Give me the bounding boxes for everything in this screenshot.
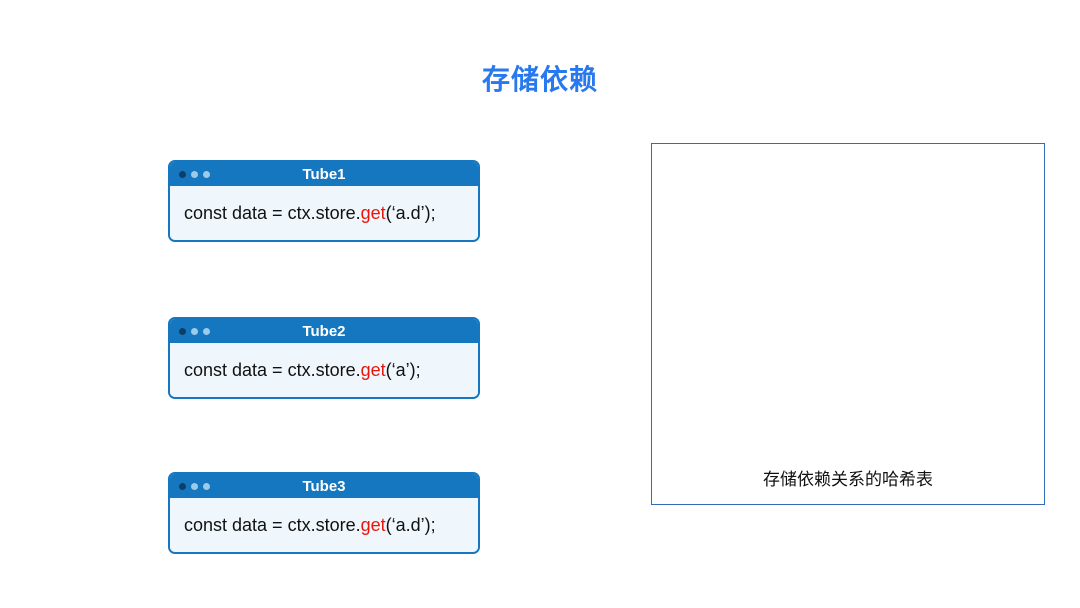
window-dot-icon [203, 482, 210, 490]
code-pre: const data = ctx.store. [184, 514, 361, 535]
window-dot-icon [191, 170, 198, 178]
window-titlebar: Tube2 [170, 319, 478, 343]
window-titlebar: Tube3 [170, 474, 478, 498]
code-body: const data = ctx.store.get(‘a’); [170, 343, 478, 397]
window-dot-icon [203, 327, 210, 335]
code-highlight: get [360, 359, 386, 380]
window-dot-icon [179, 482, 186, 490]
hash-table-label: 存储依赖关系的哈希表 [763, 470, 933, 489]
window-dot-icon [179, 327, 186, 335]
window-dot-icon [191, 482, 198, 490]
code-window-tube2: Tube2 const data = ctx.store.get(‘a’); [168, 317, 480, 399]
code-highlight: get [360, 202, 386, 223]
window-dot-icon [191, 327, 198, 335]
code-window-tube3: Tube3 const data = ctx.store.get(‘a.d’); [168, 472, 480, 554]
window-dot-icon [179, 170, 186, 178]
hash-table-panel: 存储依赖关系的哈希表 [651, 143, 1045, 505]
window-title: Tube3 [302, 477, 346, 495]
page-title: 存储依赖 [481, 64, 598, 95]
window-title: Tube2 [302, 322, 346, 340]
code-line: const data = ctx.store.get(‘a.d’); [184, 515, 436, 536]
window-titlebar: Tube1 [170, 162, 478, 186]
code-line: const data = ctx.store.get(‘a’); [184, 360, 421, 381]
code-post: (‘a.d’); [385, 202, 436, 223]
window-dots-icon [179, 162, 210, 186]
code-post: (‘a’); [385, 359, 421, 380]
window-dots-icon [179, 474, 210, 498]
code-line: const data = ctx.store.get(‘a.d’); [184, 203, 436, 224]
code-body: const data = ctx.store.get(‘a.d’); [170, 498, 478, 552]
window-title: Tube1 [302, 165, 346, 183]
code-pre: const data = ctx.store. [184, 359, 361, 380]
code-body: const data = ctx.store.get(‘a.d’); [170, 186, 478, 240]
window-dot-icon [203, 170, 210, 178]
code-highlight: get [360, 514, 386, 535]
code-pre: const data = ctx.store. [184, 202, 361, 223]
code-window-tube1: Tube1 const data = ctx.store.get(‘a.d’); [168, 160, 480, 242]
code-post: (‘a.d’); [385, 514, 436, 535]
window-dots-icon [179, 319, 210, 343]
